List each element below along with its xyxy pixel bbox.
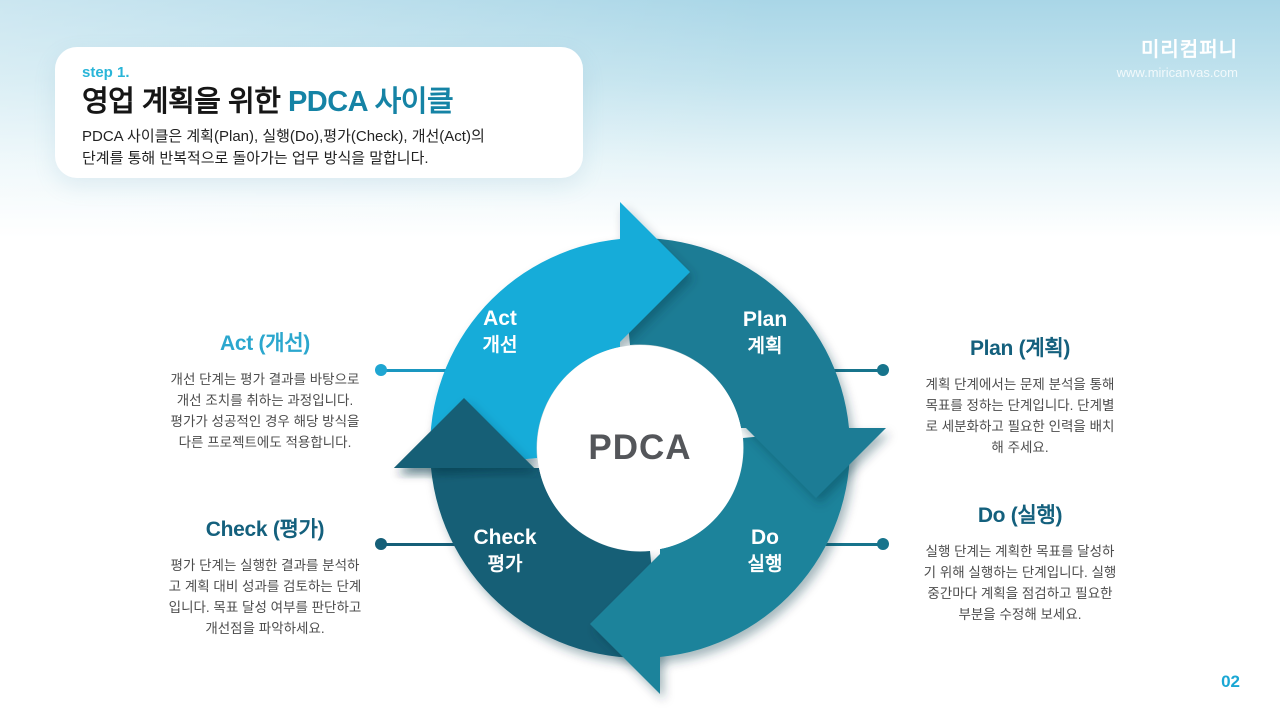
page-title: 영업 계획을 위한 PDCA 사이클 [82, 86, 583, 119]
connector-line-check [381, 543, 467, 546]
header-card: step 1. 영업 계획을 위한 PDCA 사이클 PDCA 사이클은 계획(… [55, 47, 583, 178]
brand-logo: 미리컴퍼니 [1141, 39, 1238, 61]
quadrant-label-do: Do 실행 [700, 524, 830, 577]
quadrant-do-en: Do [751, 526, 779, 549]
connector-line-plan [800, 369, 884, 372]
quadrant-label-check: Check 평가 [440, 524, 570, 577]
connector-line-do [800, 543, 884, 546]
quadrant-label-act: Act 개선 [435, 305, 565, 358]
segment-act-arrow [430, 202, 690, 468]
brand-block: 미리컴퍼니 www.miricanvas.com [1117, 33, 1238, 80]
page-title-prefix: 영업 계획을 위한 [82, 86, 288, 118]
quadrant-plan-ko: 계획 [747, 335, 783, 357]
quadrant-do-ko: 실행 [747, 553, 783, 575]
center-circle [537, 345, 743, 551]
quadrant-act-ko: 개선 [482, 334, 518, 356]
quadrant-act-en: Act [483, 307, 517, 330]
quadrant-check-en: Check [473, 526, 537, 549]
quadrant-plan-en: Plan [742, 308, 788, 331]
connector-dot-do [877, 538, 889, 550]
segment-plan-arrow [620, 238, 886, 498]
connector-dot-check [375, 538, 387, 550]
page-number: 02 [1221, 672, 1240, 691]
segment-do-arrow [590, 428, 850, 694]
section-plan-title: Plan (계획) [969, 337, 1071, 360]
diagram-center-label: PDCA [588, 428, 692, 467]
connector-line-act [381, 369, 467, 372]
connector-dot-plan [877, 364, 889, 376]
step-label: step 1. [82, 64, 130, 81]
page-title-highlight: PDCA 사이클 [287, 86, 454, 118]
section-check-title: Check (평가) [205, 518, 325, 541]
quadrant-label-plan: Plan 계획 [700, 306, 830, 359]
page-subtitle: PDCA 사이클은 계획(Plan), 실행(Do),평가(Check), 개선… [82, 128, 485, 168]
pdca-cycle-diagram [394, 202, 886, 694]
connector-dot-act [375, 364, 387, 376]
brand-website: www.miricanvas.com [1116, 65, 1238, 80]
section-act-title: Act (개선) [220, 332, 310, 355]
segment-check-arrowhead-overlay [394, 398, 534, 468]
quadrant-check-ko: 평가 [487, 553, 523, 575]
section-do-title: Do (실행) [977, 504, 1063, 527]
